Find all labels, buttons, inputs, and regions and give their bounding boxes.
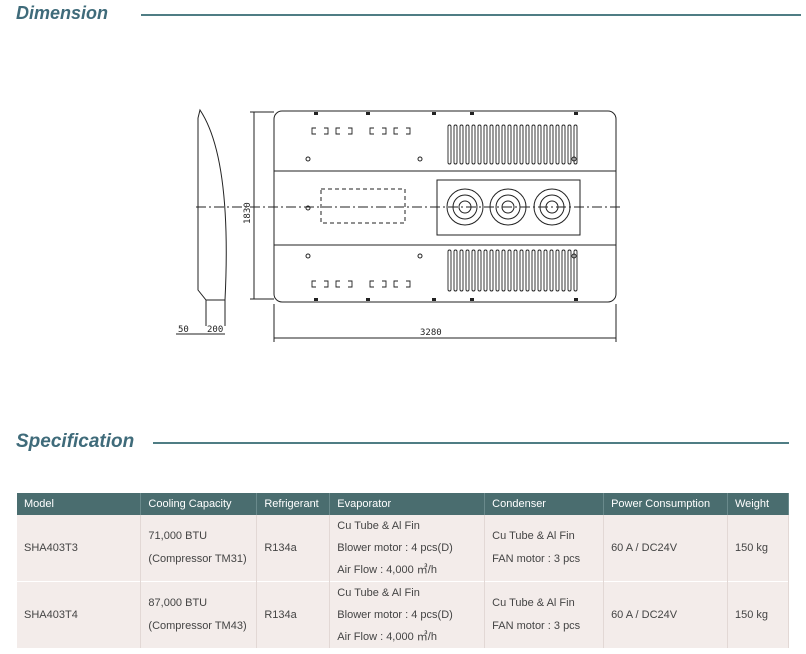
- specification-heading: Specification: [16, 431, 135, 452]
- cell-power: 60 A / DC24V: [603, 515, 728, 582]
- header-cooling-capacity: Cooling Capacity: [140, 493, 258, 515]
- header-power-consumption: Power Consumption: [603, 493, 728, 515]
- dimension-drawing: 50 200 3280 1830: [176, 108, 620, 342]
- header-weight: Weight: [727, 493, 790, 515]
- cell-cooling: 71,000 BTU(Compressor TM31): [140, 515, 258, 582]
- cell-model: SHA403T3: [17, 515, 142, 582]
- header-refrigerant: Refrigerant: [256, 493, 331, 515]
- side-profile: [197, 108, 227, 301]
- cell-power: 60 A / DC24V: [603, 581, 728, 648]
- cell-cooling: 87,000 BTU(Compressor TM43): [140, 581, 258, 648]
- header-model: Model: [17, 493, 142, 515]
- dimension-divider: [141, 14, 801, 16]
- cell-weight: 150 kg: [727, 515, 790, 582]
- table-row: SHA403T3 71,000 BTU(Compressor TM31) R13…: [17, 515, 790, 582]
- side-depth-label: 200: [207, 325, 223, 335]
- cell-refrigerant: R134a: [256, 581, 331, 648]
- left-gap-label: 50: [178, 325, 189, 335]
- table-row: SHA403T4 87,000 BTU(Compressor TM43) R13…: [17, 581, 790, 648]
- header-condenser: Condenser: [484, 493, 605, 515]
- dimension-heading: Dimension: [16, 3, 109, 23]
- cell-model: SHA403T4: [17, 581, 142, 648]
- spec-table: Model Cooling Capacity Refrigerant Evapo…: [17, 493, 790, 648]
- cell-weight: 150 kg: [727, 581, 790, 648]
- height-label: 1830: [243, 202, 253, 224]
- specification-divider: [153, 442, 789, 444]
- cell-refrigerant: R134a: [256, 515, 331, 582]
- header-evaporator: Evaporator: [329, 493, 486, 515]
- length-label: 3280: [420, 328, 442, 338]
- spec-header-row: Model Cooling Capacity Refrigerant Evapo…: [17, 493, 790, 515]
